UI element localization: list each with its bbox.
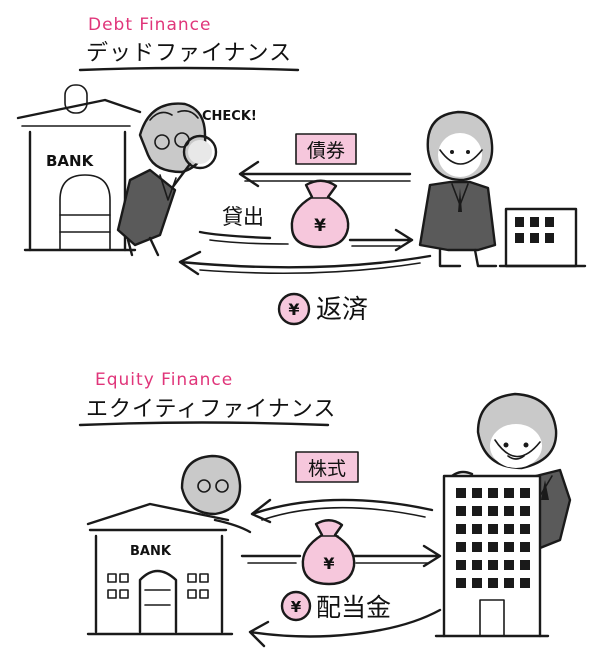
- repay-arrow: [178, 250, 432, 276]
- investor-figure: [180, 454, 252, 534]
- dividend-label: 配当金: [316, 593, 391, 622]
- equity-bank-building: BANK: [86, 502, 234, 636]
- check-exclamation: CHECK!: [202, 109, 257, 124]
- debt-yen-symbol: ¥: [314, 216, 326, 236]
- stock-label-box: 株式: [295, 451, 359, 483]
- dividend-yen-coin: ¥: [280, 590, 312, 622]
- debt-title-en: Debt Finance: [88, 15, 211, 35]
- equity-bank-label: BANK: [130, 544, 172, 559]
- equity-section: Equity Finance エクイティファイナンス BANK: [78, 370, 572, 648]
- bond-arrow: [238, 160, 412, 188]
- debt-title-underline: [78, 66, 300, 72]
- debt-bank-building: BANK: [16, 84, 142, 252]
- equity-title-underline: [78, 421, 330, 427]
- magnifier-icon: [182, 134, 218, 170]
- debt-section: Debt Finance デッドファイナンス BANK: [16, 15, 587, 326]
- repay-label: 返済: [316, 295, 368, 325]
- debt-bank-label: BANK: [46, 152, 95, 170]
- debt-title-jp: デッドファイナンス: [86, 41, 292, 66]
- stock-label: 株式: [308, 458, 346, 480]
- equity-office-building: [434, 474, 550, 638]
- businessman-figure: [418, 110, 498, 268]
- equity-title-en: Equity Finance: [95, 370, 233, 390]
- investment-arrow: [240, 544, 442, 568]
- dividend-arrow: [248, 608, 442, 648]
- loan-arrow: [198, 228, 414, 252]
- debt-money-bag: ¥: [290, 179, 350, 249]
- bond-label: 債券: [307, 140, 345, 162]
- svg-text:¥: ¥: [291, 598, 302, 616]
- banker-figure: [116, 102, 218, 257]
- equity-title-jp: エクイティファイナンス: [86, 397, 336, 422]
- debt-office-building: [498, 207, 587, 268]
- svg-text:¥: ¥: [288, 300, 299, 319]
- bond-label-box: 債券: [295, 133, 357, 165]
- bank-window-icon: [64, 84, 88, 114]
- equity-money-bag: ¥: [301, 519, 356, 586]
- stock-arrow: [250, 498, 434, 524]
- repay-yen-coin: ¥: [277, 292, 311, 326]
- loan-label: 貸出: [222, 205, 264, 229]
- equity-yen-symbol: ¥: [323, 554, 334, 573]
